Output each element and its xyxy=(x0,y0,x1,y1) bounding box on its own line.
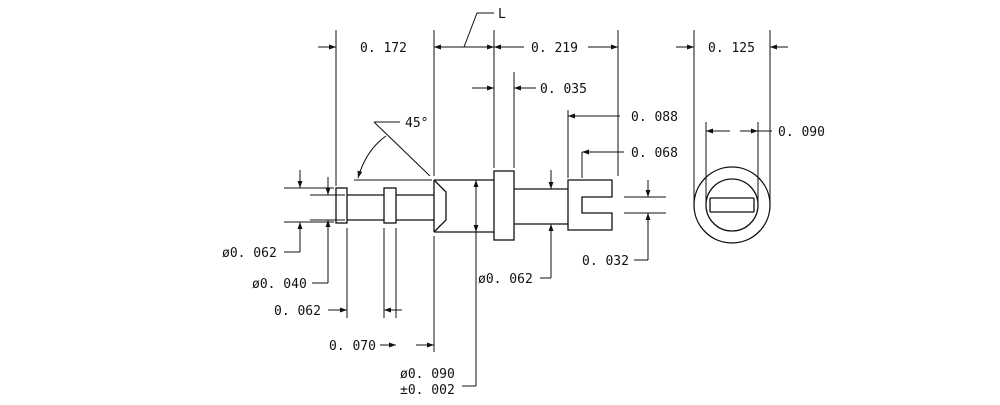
dim-0-068: 0. 068 xyxy=(631,146,678,161)
dim-tol-0-002: ±0. 002 xyxy=(400,383,455,398)
dim-0-062-width: 0. 062 xyxy=(274,304,321,319)
dim-dia-0-040: ø0. 040 xyxy=(252,277,307,292)
dim-0-125: 0. 125 xyxy=(708,41,755,56)
dim-dia-0-062: ø0. 062 xyxy=(222,246,277,261)
extension-lines xyxy=(284,30,666,352)
dimension-labels: 0. 172 L 0. 219 0. 125 0. 035 0. 088 0. … xyxy=(222,7,825,398)
dim-dia-0-062-neck: ø0. 062 xyxy=(478,272,533,287)
dim-dia-0-090: ø0. 090 xyxy=(400,367,455,382)
dim-0-219: 0. 219 xyxy=(531,41,578,56)
dim-45-degrees: 45° xyxy=(405,116,428,131)
dim-0-090-end: 0. 090 xyxy=(778,125,825,140)
dim-0-088: 0. 088 xyxy=(631,110,678,125)
side-view-part xyxy=(335,170,613,241)
dim-0-032: 0. 032 xyxy=(582,254,629,269)
dim-0-172: 0. 172 xyxy=(360,41,407,56)
dim-0-070: 0. 070 xyxy=(329,339,376,354)
end-view-part xyxy=(693,30,771,244)
dim-0-035: 0. 035 xyxy=(540,82,587,97)
dim-L: L xyxy=(498,7,506,22)
dimension-lines xyxy=(284,12,788,387)
